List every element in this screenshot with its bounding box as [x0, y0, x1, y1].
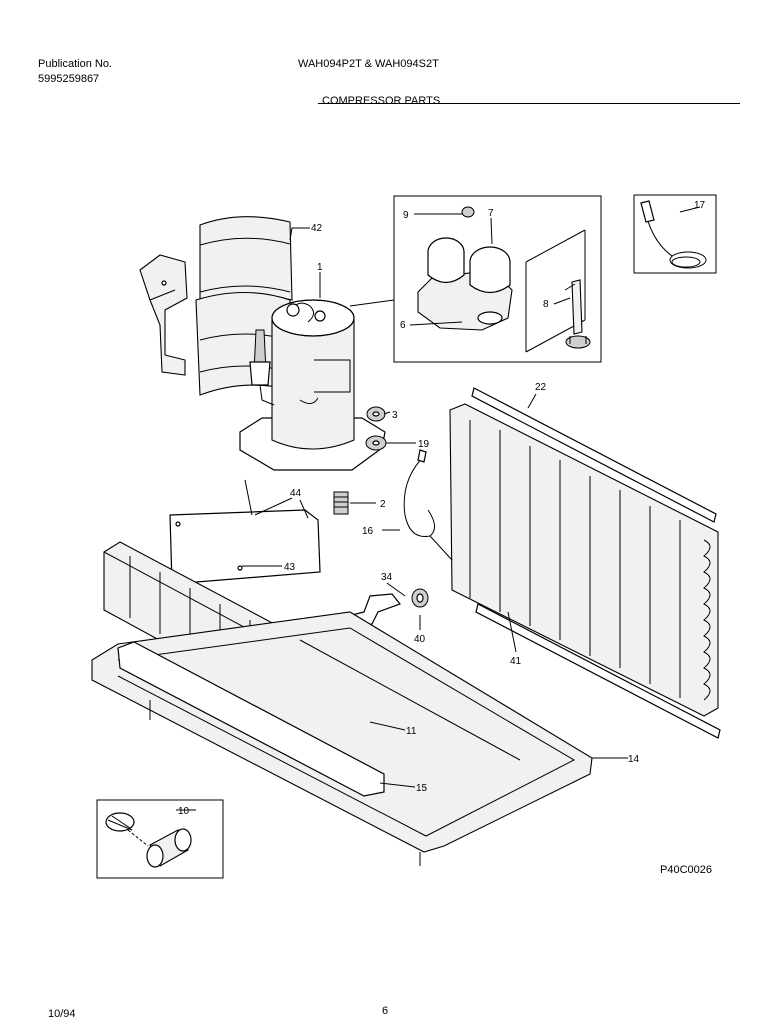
- callout-8: 8: [543, 299, 549, 310]
- callout-19: 19: [418, 439, 430, 450]
- publication-number: 5995259867: [38, 73, 100, 85]
- callout-7: 7: [488, 208, 494, 219]
- callout-14: 14: [628, 754, 640, 765]
- callout-9: 9: [403, 210, 409, 221]
- capacitor-inset-box: [96, 799, 224, 879]
- callout-41: 41: [510, 656, 522, 667]
- condenser-coil-part: [449, 387, 721, 739]
- sensor-inset-box: [633, 194, 717, 274]
- grommets-part: [333, 406, 387, 515]
- mount-inset-box: [393, 195, 602, 363]
- callout-11: 11: [406, 726, 417, 737]
- footer-date: 10/94: [48, 1008, 76, 1020]
- callout-40: 40: [414, 634, 426, 645]
- capillary-tube-part: [403, 449, 453, 561]
- callout-15: 15: [416, 783, 428, 794]
- callout-17: 17: [694, 200, 706, 211]
- model-number: WAH094P2T & WAH094S2T: [298, 58, 439, 70]
- callout-42: 42: [311, 223, 323, 234]
- callout-6: 6: [400, 320, 406, 331]
- callout-1: 1: [317, 262, 323, 273]
- callout-44: 44: [290, 488, 302, 499]
- callout-34: 34: [381, 572, 393, 583]
- title-rule: [318, 103, 740, 104]
- leader-lines: [176, 206, 701, 811]
- section-title: COMPRESSOR PARTS: [322, 95, 441, 107]
- callout-3: 3: [392, 410, 398, 421]
- callout-22: 22: [535, 382, 547, 393]
- base-pan-part: [91, 611, 593, 866]
- callout-2: 2: [380, 499, 386, 510]
- callout-10: 10: [178, 806, 190, 817]
- publication-label: Publication No.: [38, 58, 112, 70]
- diagram-code: P40C0026: [660, 864, 712, 876]
- page-number: 6: [382, 1005, 389, 1017]
- callout-43: 43: [284, 562, 296, 573]
- callout-16: 16: [362, 526, 374, 537]
